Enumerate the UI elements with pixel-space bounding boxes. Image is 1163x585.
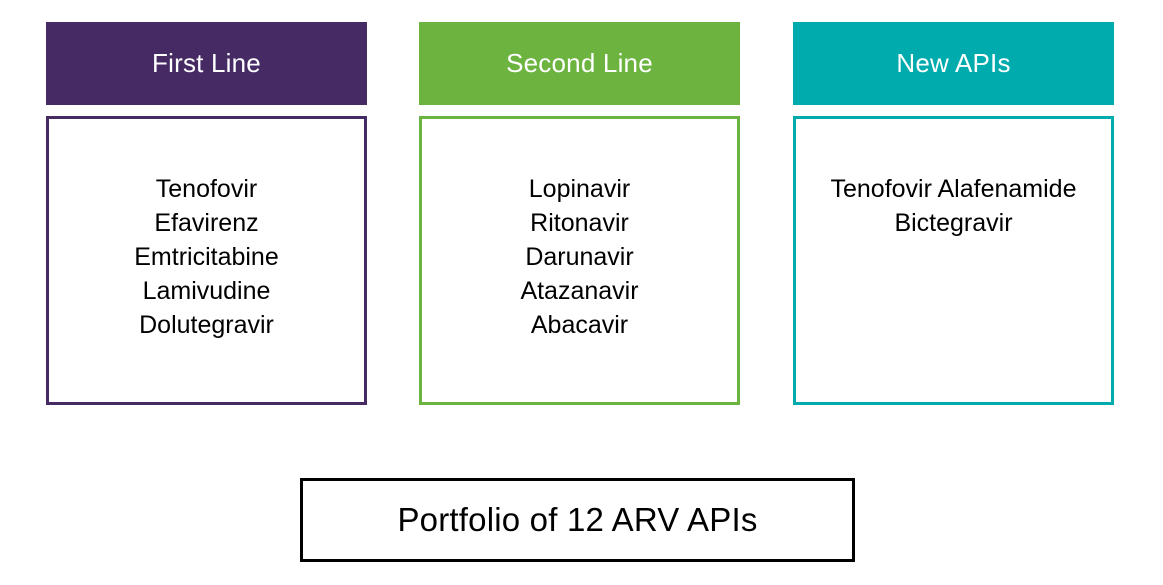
- drug-item: Efavirenz: [154, 209, 259, 237]
- portfolio-summary-label: Portfolio of 12 ARV APIs: [397, 501, 758, 538]
- new-apis-header: New APIs: [793, 22, 1114, 105]
- drug-item: Tenofovir: [155, 175, 258, 203]
- drug-item: Bictegravir: [894, 209, 1013, 237]
- drug-item: Dolutegravir: [139, 311, 274, 339]
- drug-item: Emtricitabine: [134, 243, 279, 271]
- drug-item: Lamivudine: [142, 277, 271, 305]
- first-line-header: First Line: [46, 22, 367, 105]
- portfolio-summary-box: Portfolio of 12 ARV APIs: [300, 478, 855, 562]
- second-line-header: Second Line: [419, 22, 740, 105]
- drug-item: Lopinavir: [528, 175, 631, 203]
- drug-item: Darunavir: [525, 243, 634, 271]
- drug-item: Ritonavir: [530, 209, 629, 237]
- drug-item: Abacavir: [530, 311, 629, 339]
- drug-item: Atazanavir: [520, 277, 639, 305]
- drug-item: Tenofovir Alafenamide: [830, 175, 1077, 203]
